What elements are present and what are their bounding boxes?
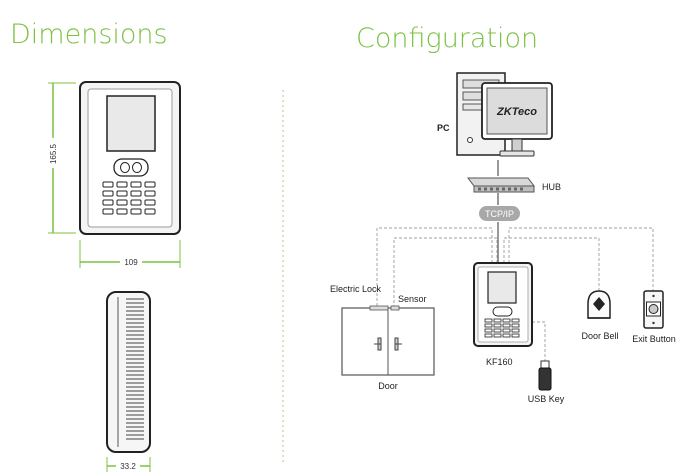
height-value: 165.5: [49, 143, 58, 164]
hub: [467, 177, 535, 193]
exit-button: [643, 290, 664, 329]
door: [341, 305, 435, 376]
door-bell: [587, 290, 611, 319]
width-dimension: 109: [79, 240, 181, 268]
keypad: [102, 181, 156, 215]
usb-key-label: USB Key: [528, 394, 565, 404]
device-side-view: [106, 291, 151, 453]
screen: [106, 95, 156, 152]
dimensions-title: Dimensions: [10, 19, 168, 50]
hub-label: HUB: [542, 182, 561, 192]
configuration-title: Configuration: [356, 23, 538, 54]
electric-lock-bar: [369, 305, 389, 311]
monitor-logo: ZKTeco: [496, 106, 537, 118]
wiring: [376, 227, 654, 362]
width-value: 109: [124, 258, 138, 267]
door-label: Door: [378, 381, 398, 391]
exit-button-label: Exit Button: [632, 334, 676, 344]
usb-key: [538, 360, 552, 391]
depth-dimension: 33.2: [106, 457, 151, 472]
kf160-label: KF160: [486, 357, 513, 367]
device-front-view: [79, 81, 181, 235]
electric-lock-label: Electric Lock: [330, 284, 382, 294]
kf160-device: [473, 262, 533, 347]
fingerprint-sensor: [113, 158, 149, 177]
pc-label: PC: [437, 123, 450, 133]
sensor-label: Sensor: [398, 294, 427, 304]
door-bell-label: Door Bell: [581, 331, 618, 341]
height-dimension: 165.5: [43, 82, 76, 234]
tcpip-label: TCP/IP: [485, 209, 514, 219]
tcpip-badge: [479, 206, 520, 221]
depth-value: 33.2: [120, 462, 136, 471]
sensor-bar: [390, 305, 400, 311]
pc-monitor: ZKTeco: [481, 82, 553, 157]
